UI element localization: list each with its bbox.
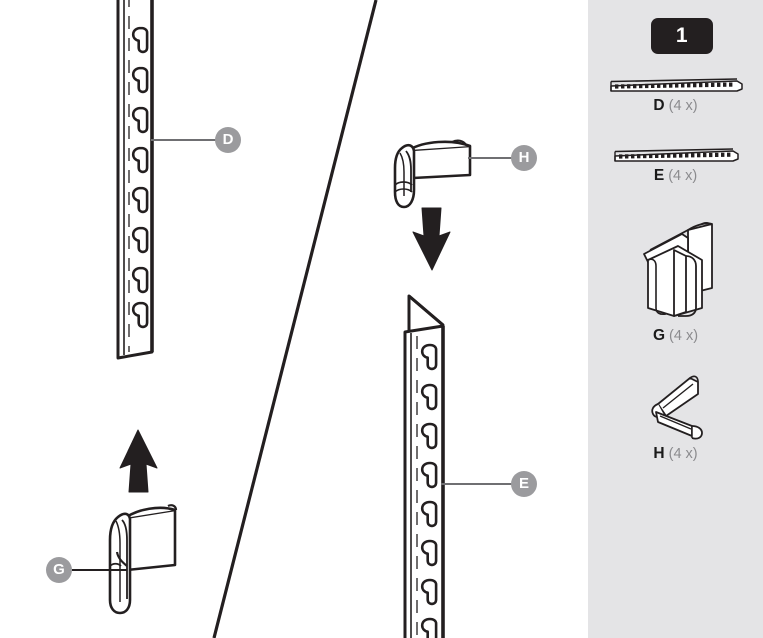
- bracket-clip-wide-icon: [642, 221, 713, 317]
- callout-d[interactable]: D: [215, 127, 241, 153]
- part-g-code: G: [652, 327, 666, 344]
- part-e-rail: E (4 x): [588, 146, 763, 185]
- rail-strip-long-icon: [609, 78, 743, 92]
- part-d-quantity: (4 x): [668, 98, 698, 114]
- diagonal-divider-line: [212, 0, 378, 638]
- part-h-bracket: H (4 x): [588, 370, 763, 463]
- part-e-label: E (4 x): [588, 167, 763, 185]
- right-rail-e: [403, 294, 445, 638]
- part-d-label: D (4 x): [588, 97, 763, 115]
- illustration-drawing: [72, 0, 512, 638]
- callout-e[interactable]: E: [511, 471, 537, 497]
- callout-h[interactable]: H: [511, 145, 537, 171]
- part-e-quantity: (4 x): [668, 168, 698, 184]
- rail-strip-short-icon: [613, 148, 739, 162]
- part-h-label: H (4 x): [588, 445, 763, 463]
- parts-list-sidebar: 1: [588, 0, 763, 638]
- bracket-h: [393, 139, 472, 209]
- step-number-badge: 1: [651, 18, 713, 54]
- arrow-up-insert-g: [119, 429, 158, 493]
- part-d-code: D: [653, 97, 665, 114]
- part-g-label: G (4 x): [588, 327, 763, 345]
- bracket-clip-angled-icon: [650, 375, 703, 440]
- left-rail-d: [116, 0, 154, 360]
- arrow-down-insert-h: [412, 207, 451, 271]
- part-h-quantity: (4 x): [668, 446, 698, 462]
- part-g-bracket: G (4 x): [588, 216, 763, 345]
- bracket-g: [108, 504, 178, 615]
- part-g-quantity: (4 x): [669, 328, 699, 344]
- part-d-rail: D (4 x): [588, 76, 763, 115]
- part-e-code: E: [653, 167, 665, 184]
- part-h-code: H: [653, 445, 665, 462]
- callout-g[interactable]: G: [46, 557, 72, 583]
- main-illustration-area: D E G H: [46, 0, 537, 638]
